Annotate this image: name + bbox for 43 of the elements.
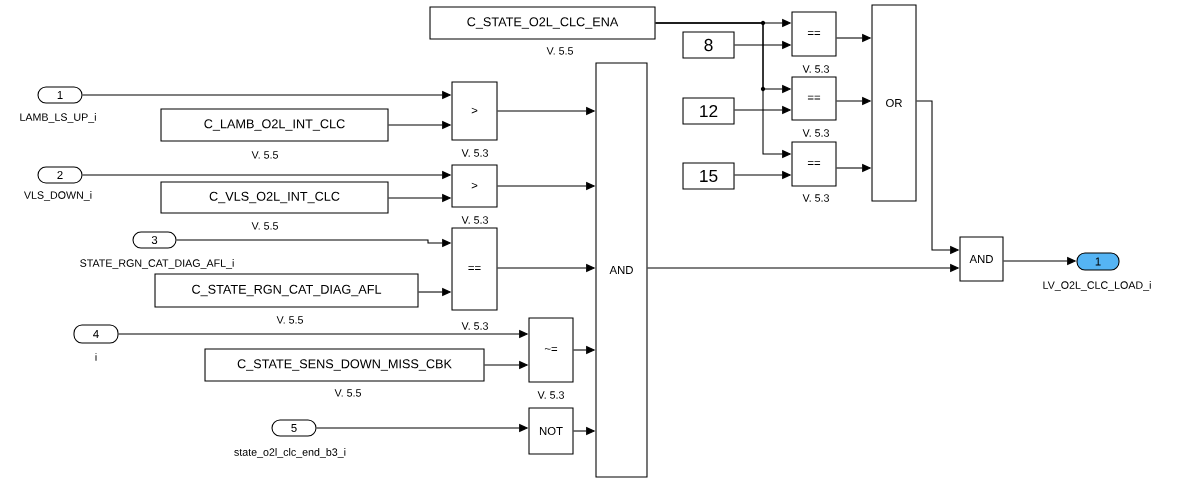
port-block: 2 xyxy=(37,166,83,184)
function-block: AND xyxy=(959,236,1004,282)
block-caption: V. 5.3 xyxy=(461,216,488,224)
port-block: 3 xyxy=(132,231,177,249)
function-block: == xyxy=(791,11,837,57)
function-block: 8 xyxy=(682,31,735,59)
block-caption: V. 5.5 xyxy=(251,151,278,159)
block-caption: i xyxy=(95,353,97,361)
port-block: 1 xyxy=(37,86,83,104)
block-caption: V. 5.5 xyxy=(546,47,573,55)
function-block: NOT xyxy=(528,407,574,455)
port-block: 5 xyxy=(271,419,317,437)
function-block: OR xyxy=(871,4,917,202)
function-block: C_STATE_RGN_CAT_DIAG_AFL xyxy=(154,273,419,308)
function-block: > xyxy=(451,164,498,208)
function-block: 15 xyxy=(682,162,735,190)
function-block: == xyxy=(451,227,498,311)
block-caption: V. 5.3 xyxy=(802,129,829,137)
block-caption: V. 5.3 xyxy=(802,65,829,73)
function-block: > xyxy=(451,81,498,141)
function-block: C_VLS_O2L_INT_CLC xyxy=(160,181,389,214)
block-caption: V. 5.5 xyxy=(251,222,278,230)
port-block: 4 xyxy=(73,324,119,344)
function-block: AND xyxy=(595,62,648,478)
function-block: ~= xyxy=(528,317,574,383)
block-caption: V. 5.3 xyxy=(537,391,564,399)
function-block: C_LAMB_O2L_INT_CLC xyxy=(160,108,389,142)
function-block: 12 xyxy=(682,97,735,125)
block-caption: VLS_DOWN_i xyxy=(23,191,92,201)
block-caption: V. 5.3 xyxy=(802,194,829,202)
block-caption: LV_O2L_CLC_LOAD_i xyxy=(1043,281,1151,291)
block-caption: state_o2l_clc_end_b3_i xyxy=(234,448,346,458)
block-caption: LAMB_LS_UP_i xyxy=(20,113,96,123)
block-caption: V. 5.3 xyxy=(461,322,488,330)
function-block: == xyxy=(791,76,837,121)
block-caption: V. 5.3 xyxy=(461,149,488,157)
function-block: C_STATE_O2L_CLC_ENA xyxy=(429,6,656,40)
function-block: == xyxy=(791,141,837,187)
block-caption: STATE_RGN_CAT_DIAG_AFL_i xyxy=(80,259,234,269)
output-port-block: 1 xyxy=(1076,252,1120,271)
block-caption: V. 5.5 xyxy=(334,389,361,397)
function-block: C_STATE_SENS_DOWN_MISS_CBK xyxy=(204,348,485,382)
block-caption: V. 5.5 xyxy=(276,316,303,324)
